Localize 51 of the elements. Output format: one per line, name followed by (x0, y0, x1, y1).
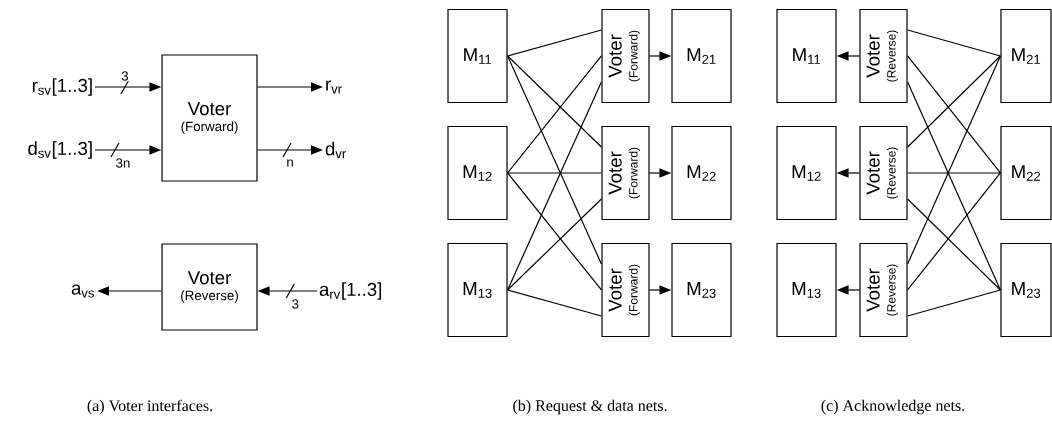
connector-line (907, 172, 1001, 291)
voter-box: Voter (Forward) (161, 54, 258, 182)
signal-label: d$_{vr}$ (325, 141, 346, 159)
signal-label: d$_{sv}$[1..3] (28, 141, 92, 159)
connector-line (907, 172, 1001, 174)
module-box: M$_{23}$ (671, 242, 732, 338)
module-box: M$_{21}$ (671, 8, 732, 104)
connector-line (907, 55, 1001, 174)
signal-label: a$_{rv}$[1..3] (319, 282, 382, 300)
edge-label: 3n (114, 157, 131, 169)
voter-box: Voter (Forward) (601, 242, 650, 338)
module-box: M$_{11}$ (776, 8, 837, 104)
caption: (b) Request & data nets. (513, 399, 667, 415)
connector-line (507, 198, 602, 291)
module-box: M$_{11}$ (447, 8, 508, 104)
voter-box: Voter (Reverse) (161, 243, 258, 331)
signal-label: r$_{vr}$ (326, 80, 342, 94)
module-box: M$_{22}$ (671, 125, 732, 221)
connector-line (507, 55, 602, 265)
connector-line (907, 289, 1001, 317)
module-box: M$_{22}$ (1000, 125, 1052, 221)
connector-line (907, 198, 1001, 291)
connector-line (507, 55, 602, 148)
connector-line (507, 81, 602, 291)
voter-box: Voter (Forward) (601, 8, 650, 104)
edge-label: 3 (290, 298, 300, 310)
voter-box: Voter (Forward) (601, 125, 650, 221)
signal-label: r$_{sv}$[1..3] (32, 78, 92, 96)
connector-line (507, 172, 602, 291)
module-box: M$_{21}$ (1000, 8, 1052, 104)
voter-box: Voter (Reverse) (859, 8, 908, 104)
connector-line (507, 29, 602, 57)
module-box: M$_{13}$ (447, 242, 508, 338)
edge-label: 3 (120, 70, 130, 82)
module-box: M$_{12}$ (776, 125, 837, 221)
connector-line (507, 289, 602, 317)
voter-box: Voter (Reverse) (859, 125, 908, 221)
connector-line (907, 55, 1001, 265)
caption: (a) Voter interfaces. (87, 399, 213, 415)
module-box: M$_{12}$ (447, 125, 508, 221)
connector-line (507, 172, 602, 174)
module-box: M$_{13}$ (776, 242, 837, 338)
voter-box: Voter (Reverse) (859, 242, 908, 338)
edge-label: n (285, 158, 295, 168)
module-box: M$_{23}$ (1000, 242, 1052, 338)
connector-line (907, 81, 1001, 291)
connector-line (907, 55, 1001, 148)
signal-label: a$_{vs}$ (71, 284, 94, 298)
caption: (c) Acknowledge nets. (821, 399, 965, 415)
connector-line (507, 55, 602, 174)
connector-line (907, 29, 1001, 57)
